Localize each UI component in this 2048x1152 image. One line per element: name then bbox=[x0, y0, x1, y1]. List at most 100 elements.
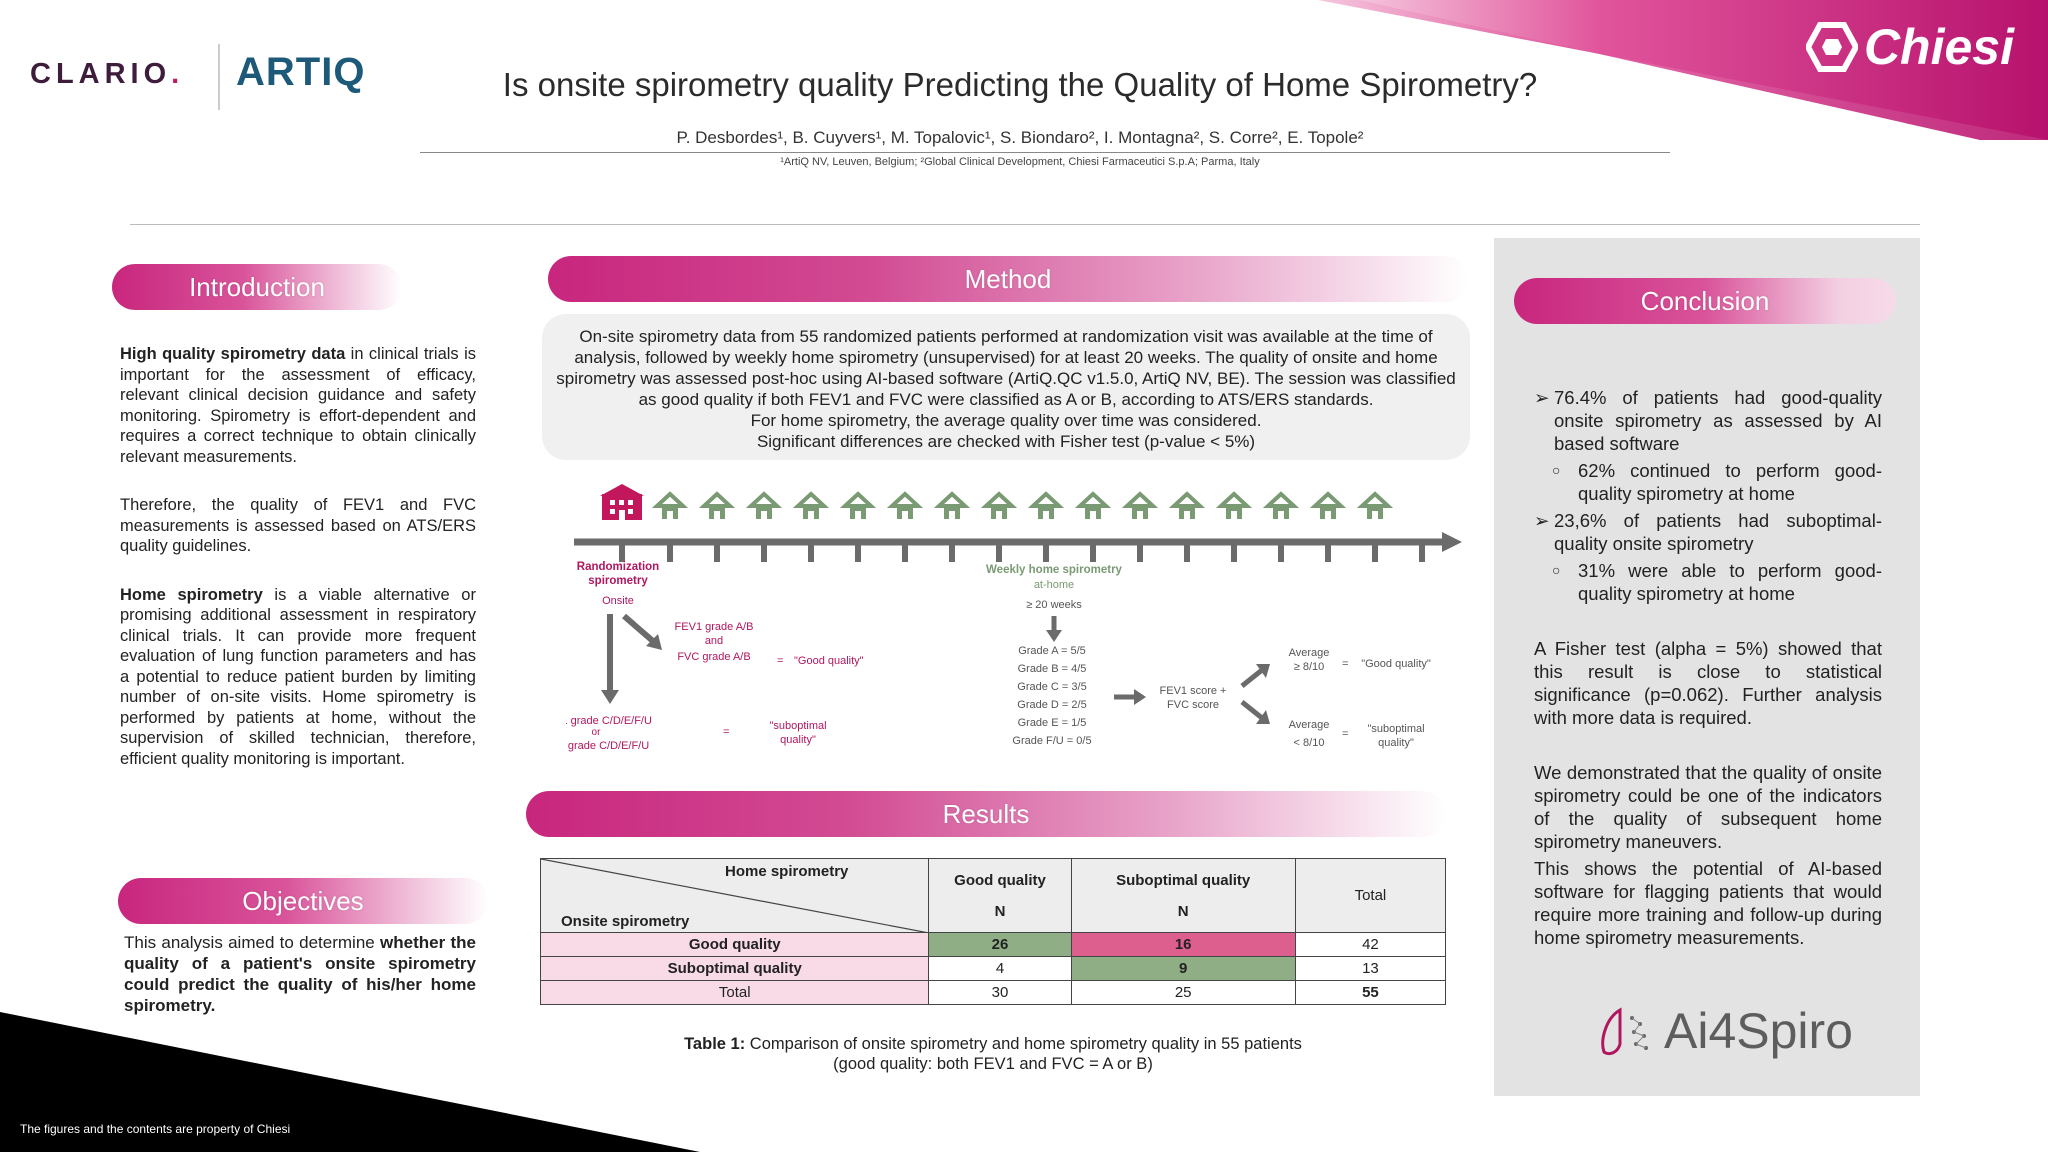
timeline-tick bbox=[808, 542, 814, 562]
and-label: and bbox=[705, 635, 723, 647]
introduction-heading: Introduction bbox=[112, 264, 402, 310]
objectives-heading: Objectives bbox=[118, 878, 488, 924]
home-icon bbox=[839, 491, 877, 519]
row-label: Good quality bbox=[539, 932, 930, 957]
timeline-tick bbox=[1043, 542, 1049, 562]
cell-value: 42 bbox=[1294, 932, 1447, 957]
cell-value: 30 bbox=[928, 980, 1072, 1005]
affiliations: ¹ArtiQ NV, Leuven, Belgium; ²Global Clin… bbox=[780, 156, 1260, 168]
logo-divider bbox=[218, 44, 220, 110]
method-line1: On-site spirometry data from 55 randomiz… bbox=[556, 327, 1456, 409]
conclusion-bullet-1: ➢76.4% of patients had good-quality onsi… bbox=[1534, 387, 1882, 454]
table-row: Total 30 25 55 bbox=[539, 980, 1447, 1005]
home-icon bbox=[698, 491, 736, 519]
authors: P. Desbordes¹, B. Cuyvers¹, M. Topalovic… bbox=[676, 128, 1364, 147]
home-icon bbox=[1215, 491, 1253, 519]
table-row: Suboptimal quality 4 9 13 bbox=[539, 956, 1447, 981]
home-icon bbox=[1168, 491, 1206, 519]
chiesi-logo: Chiesi bbox=[1805, 18, 2014, 76]
title-divider bbox=[420, 152, 1670, 153]
poster-title: Is onsite spirometry quality Predicting … bbox=[502, 66, 1538, 103]
home-icons bbox=[651, 491, 1394, 519]
intro-p1-bold: High quality spirometry data bbox=[120, 345, 346, 363]
conclusion-heading: Conclusion bbox=[1514, 278, 1896, 324]
home-icon bbox=[980, 491, 1018, 519]
timeline-tick bbox=[667, 542, 673, 562]
good-quality-2-label: "Good quality" bbox=[1361, 658, 1431, 670]
objectives-text: This analysis aimed to determine whether… bbox=[124, 933, 476, 1015]
avg-high-label: Average≥ 8/10 bbox=[1289, 647, 1330, 673]
cell-value: 13 bbox=[1294, 956, 1447, 981]
conclusion-text: ➢76.4% of patients had good-quality onsi… bbox=[1534, 386, 1882, 949]
conclusion-p2: We demonstrated that the quality of onsi… bbox=[1534, 762, 1882, 852]
corner-diagonal bbox=[541, 859, 929, 933]
timeline-tick bbox=[1325, 542, 1331, 562]
home-icon bbox=[1356, 491, 1394, 519]
header-divider bbox=[130, 224, 1920, 225]
clario-logo: CLARIO. bbox=[30, 58, 185, 90]
avg-low-label: Average< 8/10 bbox=[1289, 719, 1330, 749]
timeline-ticks bbox=[619, 542, 1425, 562]
home-icon bbox=[745, 491, 783, 519]
onsite-label: Onsite bbox=[602, 595, 634, 607]
diagonal-arrow-icon bbox=[622, 613, 656, 645]
home-icon bbox=[1074, 491, 1112, 519]
timeline-tick bbox=[1137, 542, 1143, 562]
weeks-label: ≥ 20 weeks bbox=[1026, 599, 1082, 611]
cell-value: 55 bbox=[1294, 980, 1447, 1005]
grade-item: Grade C = 3/5 bbox=[1017, 681, 1086, 693]
lung-icon bbox=[1601, 1007, 1648, 1056]
chiesi-mark-icon bbox=[1805, 22, 1858, 72]
grade-item: Grade F/U = 0/5 bbox=[1012, 735, 1091, 747]
grade-item: Grade D = 2/5 bbox=[1017, 699, 1086, 711]
timeline-arrowhead bbox=[1442, 532, 1462, 552]
grade-item: Grade E = 1/5 bbox=[1018, 717, 1087, 729]
timeline-tick bbox=[1090, 542, 1096, 562]
cell-value: 9 bbox=[1070, 956, 1296, 981]
footer-note: The figures and the contents are propert… bbox=[20, 1122, 291, 1136]
method-line2: For home spirometry, the average quality… bbox=[750, 411, 1262, 430]
introduction-text: High quality spirometry data in clinical… bbox=[120, 344, 476, 797]
home-icon bbox=[792, 491, 830, 519]
home-icon bbox=[1027, 491, 1065, 519]
cell-value: 25 bbox=[1070, 980, 1296, 1005]
table-corner-cell: Home spirometry Onsite spirometry bbox=[539, 858, 930, 933]
fev1-bad-label: FEV1 grade C/D/E/F/U bbox=[566, 715, 652, 727]
at-home-label: at-home bbox=[1034, 579, 1074, 591]
conclusion-subbullet-1: ○62% continued to perform good-quality s… bbox=[1552, 460, 1882, 504]
conclusion-subbullet-2: ○31% were able to perform good-quality s… bbox=[1552, 560, 1882, 604]
equals-4: = bbox=[1342, 728, 1348, 740]
cell-value: 4 bbox=[928, 956, 1072, 981]
timeline-tick bbox=[619, 542, 625, 562]
conclusion-p3: This shows the potential of AI-based sof… bbox=[1534, 858, 1882, 948]
fev1-ab-label: FEV1 grade A/B bbox=[675, 621, 754, 633]
cell-value: 16 bbox=[1070, 932, 1296, 957]
intro-p3-bold: Home spirometry bbox=[120, 585, 263, 604]
intro-p2: Therefore, the quality of FEV1 and FVC m… bbox=[120, 496, 476, 555]
col-total: Total bbox=[1294, 858, 1447, 933]
home-icon bbox=[1309, 491, 1347, 519]
home-icon bbox=[886, 491, 924, 519]
timeline-tick bbox=[949, 542, 955, 562]
artiq-logo: ARTIQ bbox=[236, 50, 366, 94]
timeline-tick bbox=[1419, 542, 1425, 562]
table-row: Good quality 26 16 42 bbox=[539, 932, 1447, 957]
equals-1: = bbox=[777, 655, 783, 667]
equals-2: = bbox=[723, 726, 729, 738]
timeline-tick bbox=[996, 542, 1002, 562]
home-icon bbox=[1262, 491, 1300, 519]
timeline-tick bbox=[1278, 542, 1284, 562]
conclusion-panel bbox=[1494, 238, 1920, 1096]
timeline-tick bbox=[1372, 542, 1378, 562]
home-icon bbox=[651, 491, 689, 519]
row-label: Suboptimal quality bbox=[539, 956, 930, 981]
timeline-tick bbox=[1231, 542, 1237, 562]
intro-p3-rest: is a viable alternative or promising add… bbox=[120, 585, 476, 768]
hospital-icon bbox=[600, 484, 644, 520]
home-icon bbox=[1121, 491, 1159, 519]
timeline-tick bbox=[761, 542, 767, 562]
